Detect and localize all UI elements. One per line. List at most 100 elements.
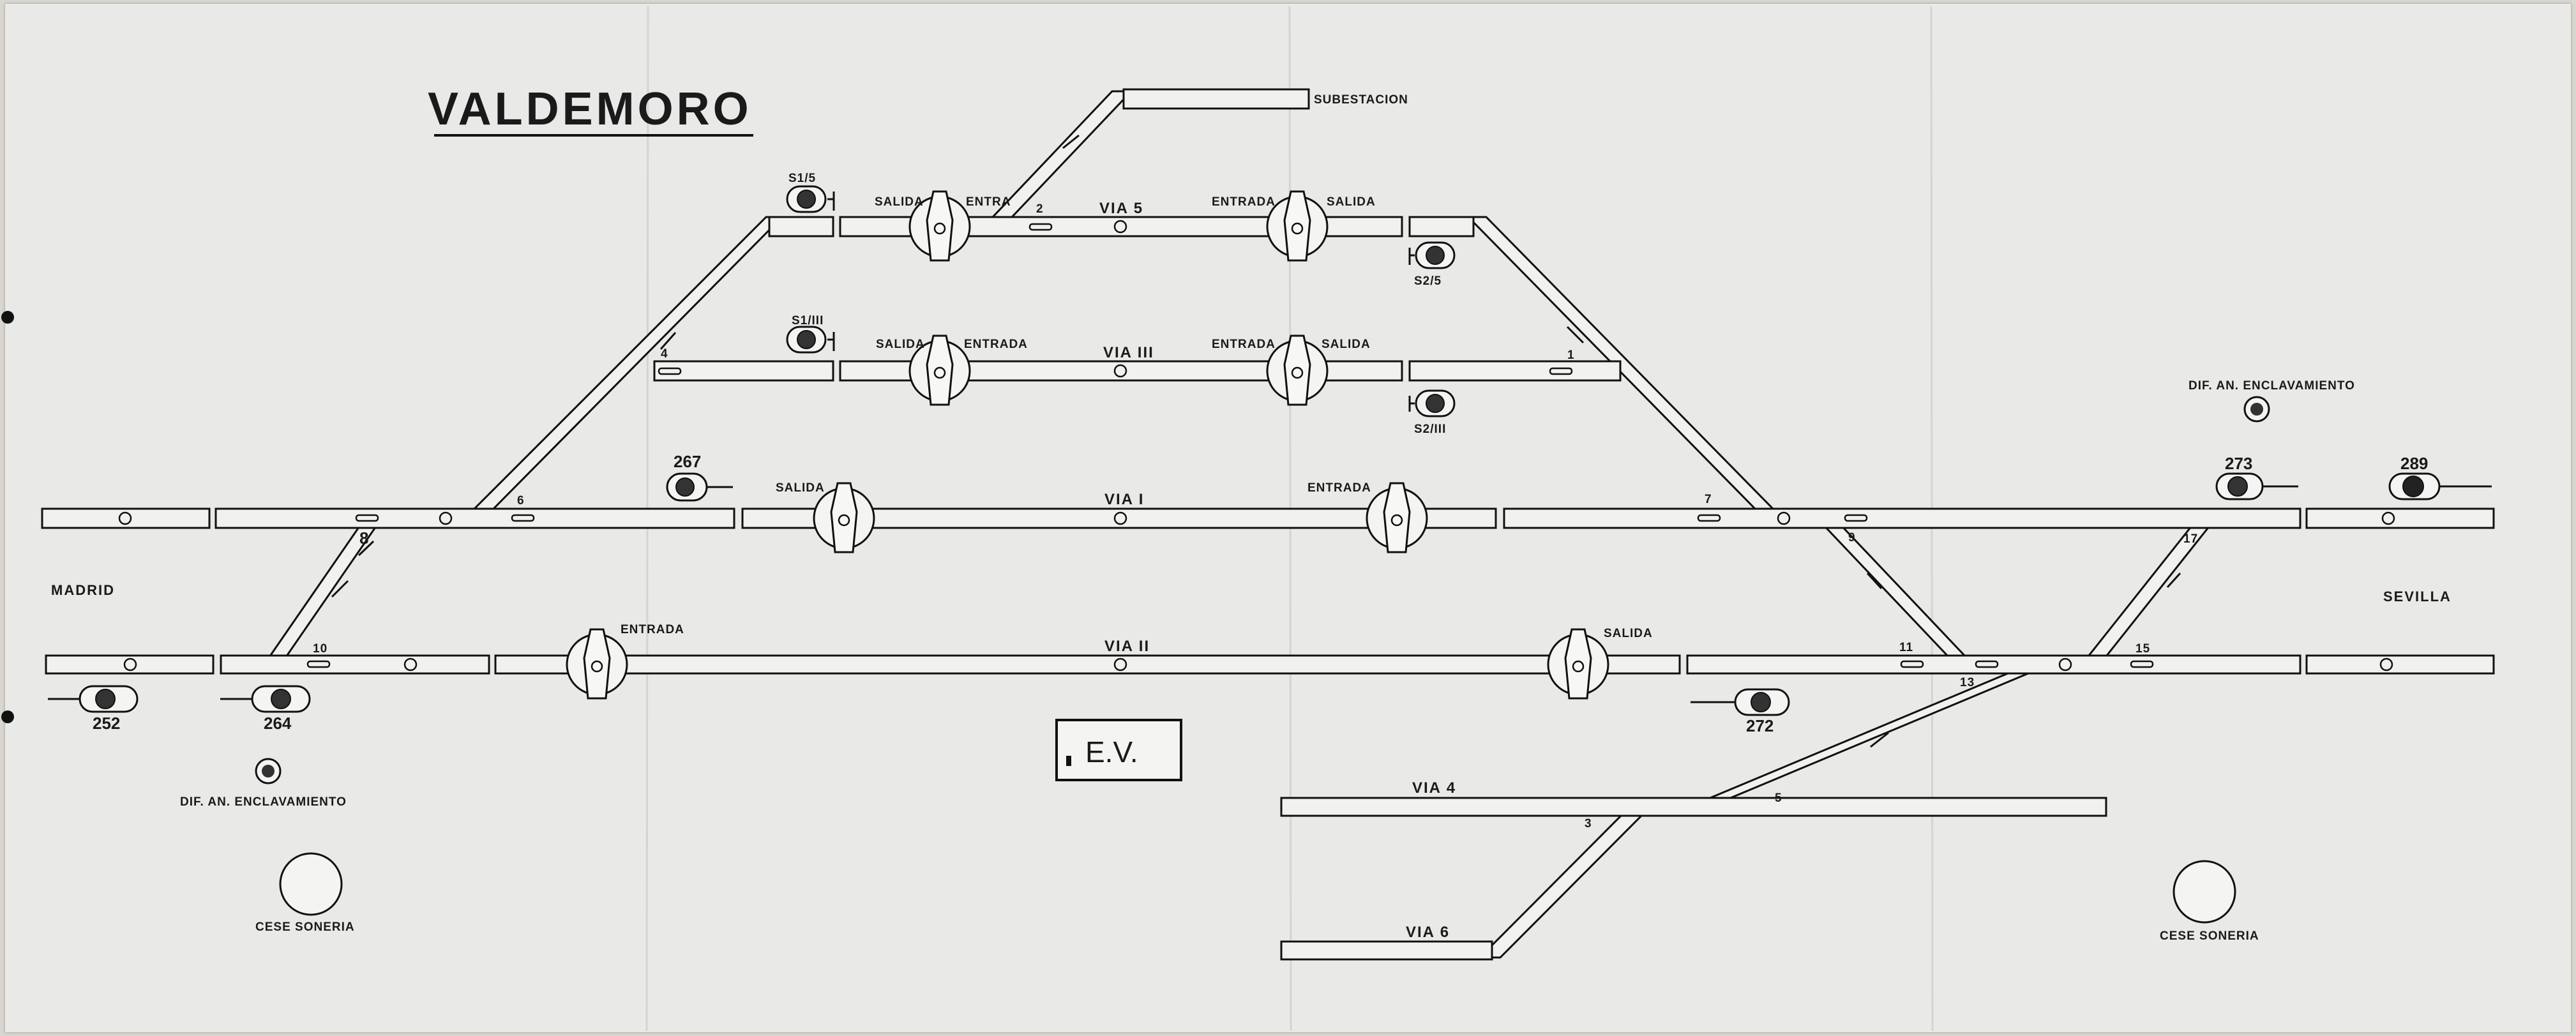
connector-subestacion [990,90,1134,218]
track-via3-right [1408,360,1622,382]
signal-252-label: 252 [93,714,120,733]
signal-s2-3-label: S2/III [1414,423,1446,436]
track-via2-left [220,654,490,675]
lever-via5-entrada[interactable] [1266,190,1329,262]
dif-label-right: DIF. AN. ENCLAVAMIENTO [2188,379,2355,393]
switch-7-label: 7 [1705,493,1712,506]
binder-hole [1,710,14,723]
label-via5-entra: ENTRA [966,195,1011,209]
track-via6 [1280,940,1493,961]
track-via5-left [768,216,834,237]
lever-via2-entrada[interactable] [566,628,628,700]
lever-via2-salida[interactable] [1547,628,1609,700]
label-via5-salida: SALIDA [875,195,924,209]
ev-indicator [1066,756,1071,766]
cese-soneria-left-button[interactable] [279,852,343,916]
lever-via5-salida[interactable] [908,190,971,262]
via4-label: VIA 4 [1412,779,1456,797]
via1-label: VIA I [1104,491,1144,508]
ev-label: E.V. [1085,735,1138,769]
station-title: VALDEMORO [428,84,752,135]
switch-9-label: 9 [1848,531,1856,544]
track-circuit-markers [118,220,2395,672]
cese-label-right: CESE SONERIA [2160,929,2259,943]
track-subestacion [1122,88,1310,110]
signal-s2-3[interactable] [1408,389,1456,417]
subestacion-label: SUBESTACION [1314,93,1408,107]
connector-9-11 [1807,509,1970,660]
label-via1-entrada: ENTRADA [1307,481,1371,495]
switch-10-label: 10 [313,642,328,656]
switch-4-label: 4 [661,347,668,361]
dif-lamp-left[interactable] [255,758,282,785]
switch-5-label: 5 [1775,792,1782,805]
track-via5-right [1408,216,1475,237]
switch-11-label: 11 [1899,641,1913,654]
label-via3-salida-right: SALIDA [1322,338,1371,351]
label-via5-entrada: ENTRADA [1212,195,1276,209]
signal-s2-5[interactable] [1408,241,1456,269]
switch-3-label: 3 [1585,817,1592,830]
signal-272-label: 272 [1746,716,1774,735]
track-via1-right [1503,507,2301,529]
label-via1-salida: SALIDA [776,481,825,495]
track-via2-sevilla [2305,654,2495,675]
signal-252[interactable] [48,685,139,713]
ev-box[interactable] [1055,719,1182,781]
cese-label-left: CESE SONERIA [255,920,355,934]
track-via3-left [653,360,834,382]
signal-264[interactable] [220,685,311,713]
label-via5-salida-right: SALIDA [1327,195,1376,209]
switch-2-label: 2 [1036,202,1044,216]
switch-6-label: 6 [517,494,525,507]
dif-lamp-right[interactable] [2243,396,2270,423]
signal-s2-5-label: S2/5 [1414,274,1442,288]
sevilla-label: SEVILLA [2383,589,2452,604]
connector-3 [1477,814,1645,959]
signal-273[interactable] [2215,472,2298,500]
label-via3-entrada: ENTRADA [964,338,1028,351]
signal-s1-3-label: S1/III [792,314,824,327]
switch-1-label: 1 [1567,349,1575,362]
signal-289-label: 289 [2400,454,2428,473]
track-via4 [1280,797,2107,817]
track-via2 [494,654,1681,675]
via3-label: VIA III [1103,344,1154,361]
label-via3-entrada-right: ENTRADA [1212,338,1276,351]
via5-label: VIA 5 [1099,200,1143,217]
switch-slots [306,223,2154,668]
label-via2-entrada: ENTRADA [621,623,684,636]
dif-label-left: DIF. AN. ENCLAVAMIENTO [180,795,347,809]
signal-264-label: 264 [264,714,292,733]
signal-272[interactable] [1691,688,1790,716]
switch-17-label: 17 [2183,532,2198,546]
lever-via3-salida[interactable] [908,334,971,406]
signal-s1-5-label: S1/5 [788,172,816,185]
signal-289[interactable] [2388,472,2492,500]
lever-via1-entrada[interactable] [1366,482,1428,553]
signal-s1-5[interactable] [786,185,835,213]
lever-via3-entrada[interactable] [1266,334,1329,406]
track-via2-right [1686,654,2301,675]
switch-13-label: 13 [1960,676,1975,689]
signal-267[interactable] [666,472,733,502]
lever-via1-salida[interactable] [813,482,875,553]
connector-15-17 [2084,509,2224,660]
via2-label: VIA II [1104,638,1150,655]
track-via1-sevilla [2305,507,2495,529]
label-via2-salida: SALIDA [1604,627,1653,640]
switch-8-label: 8 [359,529,368,548]
via6-label: VIA 6 [1406,924,1450,941]
connector-8-10 [266,509,389,660]
signal-267-label: 267 [674,452,701,471]
signal-273-label: 273 [2225,454,2252,473]
track-via1-left [215,507,735,529]
cese-soneria-right-button[interactable] [2173,860,2236,924]
label-via3-salida: SALIDA [876,338,925,351]
switch-15-label: 15 [2135,642,2150,656]
madrid-label: MADRID [51,582,115,598]
binder-hole [1,311,14,324]
track-via1-madrid [41,507,211,529]
signal-s1-3[interactable] [786,326,835,354]
